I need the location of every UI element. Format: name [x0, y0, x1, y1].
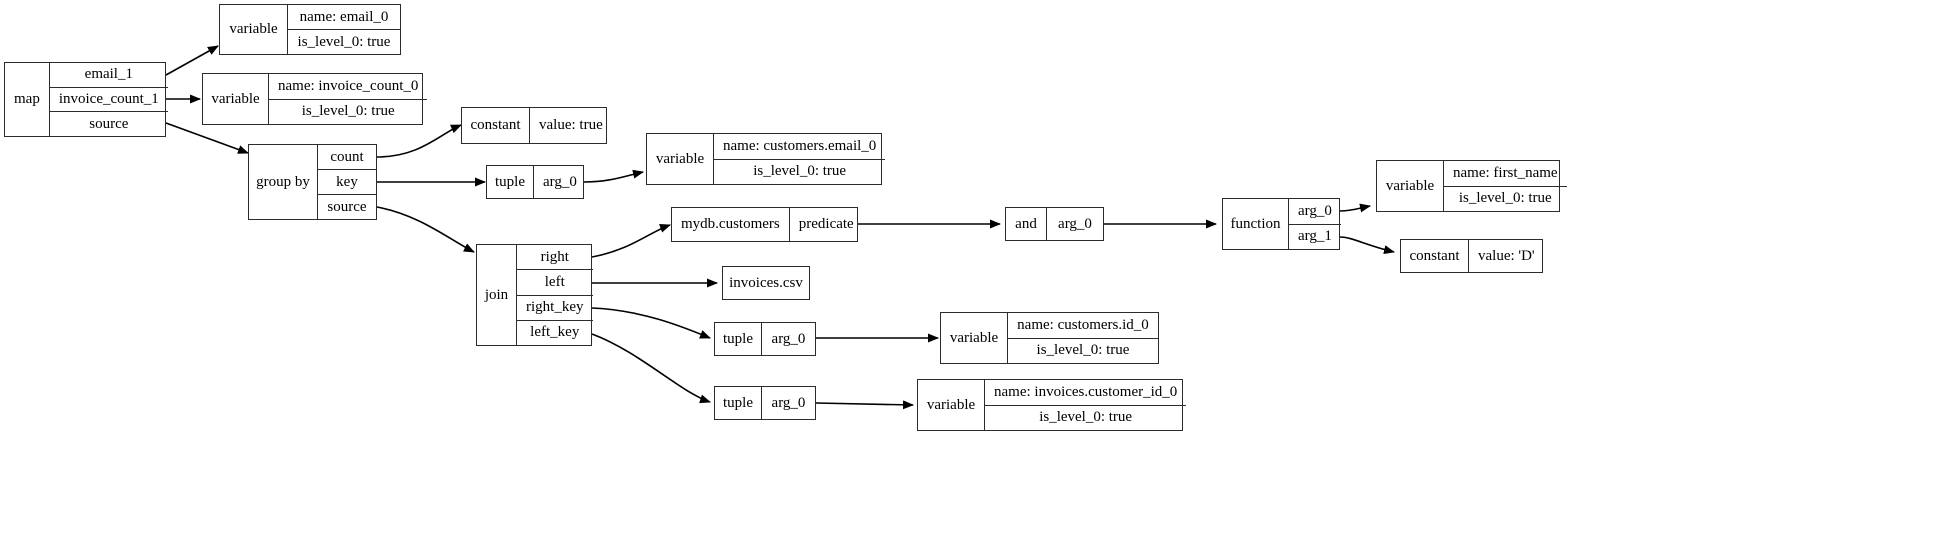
node-mydb-customers-field-predicate[interactable]: predicate — [798, 216, 854, 232]
edge-group-by-count-to-constant-true — [376, 124, 462, 158]
node-join-field-left[interactable]: left — [517, 269, 593, 294]
node-tuple-key-label: tuple — [487, 166, 534, 198]
node-and-label: and — [1006, 208, 1047, 240]
node-invoices-csv-label: invoices.csv — [729, 274, 803, 291]
node-tuple-left-key-label: tuple — [715, 387, 762, 419]
node-variable-customers-id_0-name: name: customers.id_0 — [1017, 316, 1149, 333]
node-constant-d[interactable]: constant value: 'D' — [1400, 239, 1543, 273]
edge-function-arg_1-to-constant-D — [1339, 236, 1395, 255]
node-variable-first_name[interactable]: variable name: first_name is_level_0: tr… — [1376, 160, 1567, 212]
node-variable-first_name-name: name: first_name — [1453, 164, 1558, 181]
node-mydb-customers[interactable]: mydb.customers predicate — [671, 207, 858, 242]
node-function-field-arg_0[interactable]: arg_0 — [1298, 202, 1332, 219]
node-tuple-key-field-arg_0[interactable]: arg_0 — [543, 173, 577, 190]
node-join-field-left_key[interactable]: left_key — [517, 319, 593, 345]
node-variable-customers-id_0-label: variable — [941, 313, 1008, 363]
node-variable-email_0-label: variable — [220, 5, 288, 54]
node-variable-customers-email_0-label: variable — [647, 134, 714, 184]
edge-tuple-c-arg_0-to-variable-invoices-customer_id_0 — [815, 400, 914, 410]
node-map[interactable]: map email_1 invoice_count_1 source — [4, 62, 168, 137]
node-variable-customers-email_0-is_level_0: is_level_0: true — [714, 158, 886, 185]
node-constant-d-value: value: 'D' — [1478, 247, 1535, 264]
edge-join-left_key-to-tuple-c — [591, 333, 711, 404]
node-variable-invoices-customer_id_0-is_level_0: is_level_0: true — [985, 404, 1187, 431]
node-tuple-left-key[interactable]: tuple arg_0 — [714, 386, 816, 420]
node-variable-customers-id_0-is_level_0: is_level_0: true — [1008, 337, 1158, 364]
node-invoices-csv[interactable]: invoices.csv — [722, 266, 810, 300]
node-group-by-field-source[interactable]: source — [318, 194, 376, 219]
node-join-label: join — [477, 245, 517, 345]
node-and-field-arg_0[interactable]: arg_0 — [1058, 215, 1092, 232]
edge-tuple-a-arg_0-to-variable-customers-email_0 — [583, 169, 644, 183]
node-tuple-left-key-field-arg_0[interactable]: arg_0 — [771, 394, 806, 411]
edge-function-arg_0-to-variable-first_name — [1339, 203, 1371, 213]
node-variable-invoice_count_0-is_level_0: is_level_0: true — [269, 98, 428, 125]
node-variable-customers-email_0-name: name: customers.email_0 — [723, 137, 877, 154]
node-group-by-field-key[interactable]: key — [318, 169, 376, 194]
node-tuple-key[interactable]: tuple arg_0 — [486, 165, 584, 199]
node-join-field-right_key[interactable]: right_key — [517, 294, 593, 320]
node-and[interactable]: and arg_0 — [1005, 207, 1104, 241]
node-variable-invoice_count_0-name: name: invoice_count_0 — [278, 77, 419, 94]
node-join-field-right[interactable]: right — [540, 248, 569, 265]
node-mydb-customers-label: mydb.customers — [672, 208, 790, 241]
node-variable-customers-email_0[interactable]: variable name: customers.email_0 is_leve… — [646, 133, 886, 185]
node-variable-customers-id_0[interactable]: variable name: customers.id_0 is_level_0… — [940, 312, 1159, 364]
node-group-by-field-count[interactable]: count — [330, 148, 364, 165]
node-tuple-right-key[interactable]: tuple arg_0 — [714, 322, 816, 356]
node-variable-email_0-name: name: email_0 — [299, 8, 389, 25]
node-constant-true-label: constant — [462, 108, 530, 143]
node-map-field-email_1[interactable]: email_1 — [84, 66, 133, 83]
node-tuple-right-key-label: tuple — [715, 323, 762, 355]
node-map-field-invoice_count_1[interactable]: invoice_count_1 — [49, 86, 168, 112]
node-variable-first_name-label: variable — [1377, 161, 1444, 211]
node-constant-d-label: constant — [1401, 240, 1469, 272]
node-map-field-source[interactable]: source — [49, 111, 168, 136]
node-group-by-label: group by — [249, 145, 318, 219]
node-variable-email_0[interactable]: variable name: email_0 is_level_0: true — [219, 4, 401, 55]
node-variable-first_name-is_level_0: is_level_0: true — [1444, 185, 1567, 212]
node-tuple-right-key-field-arg_0[interactable]: arg_0 — [771, 330, 806, 347]
edge-join-right_key-to-tuple-b — [591, 307, 711, 339]
node-group-by[interactable]: group by count key source — [248, 144, 377, 220]
node-variable-invoices-customer_id_0-name: name: invoices.customer_id_0 — [994, 383, 1178, 400]
node-variable-invoices-customer_id_0[interactable]: variable name: invoices.customer_id_0 is… — [917, 379, 1187, 431]
node-variable-invoices-customer_id_0-label: variable — [918, 380, 985, 430]
node-constant-true[interactable]: constant value: true — [461, 107, 607, 144]
edge-map-source-to-group-by — [165, 122, 249, 154]
edge-join-right-to-mydb-customers — [591, 224, 671, 258]
node-function[interactable]: function arg_0 arg_1 — [1222, 198, 1341, 250]
node-variable-invoice_count_0[interactable]: variable name: invoice_count_0 is_level_… — [202, 73, 428, 125]
node-constant-true-value: value: true — [539, 117, 603, 133]
node-variable-email_0-is_level_0: is_level_0: true — [288, 29, 400, 54]
edge-group-by-source-to-join — [376, 206, 475, 253]
node-variable-invoice_count_0-label: variable — [203, 74, 269, 124]
node-join[interactable]: join right left right_key left_key — [476, 244, 593, 346]
edge-map-email_1-to-variable-email_0 — [165, 45, 219, 76]
node-function-label: function — [1223, 199, 1289, 249]
node-map-label: map — [5, 63, 50, 136]
node-function-field-arg_1[interactable]: arg_1 — [1289, 223, 1341, 250]
